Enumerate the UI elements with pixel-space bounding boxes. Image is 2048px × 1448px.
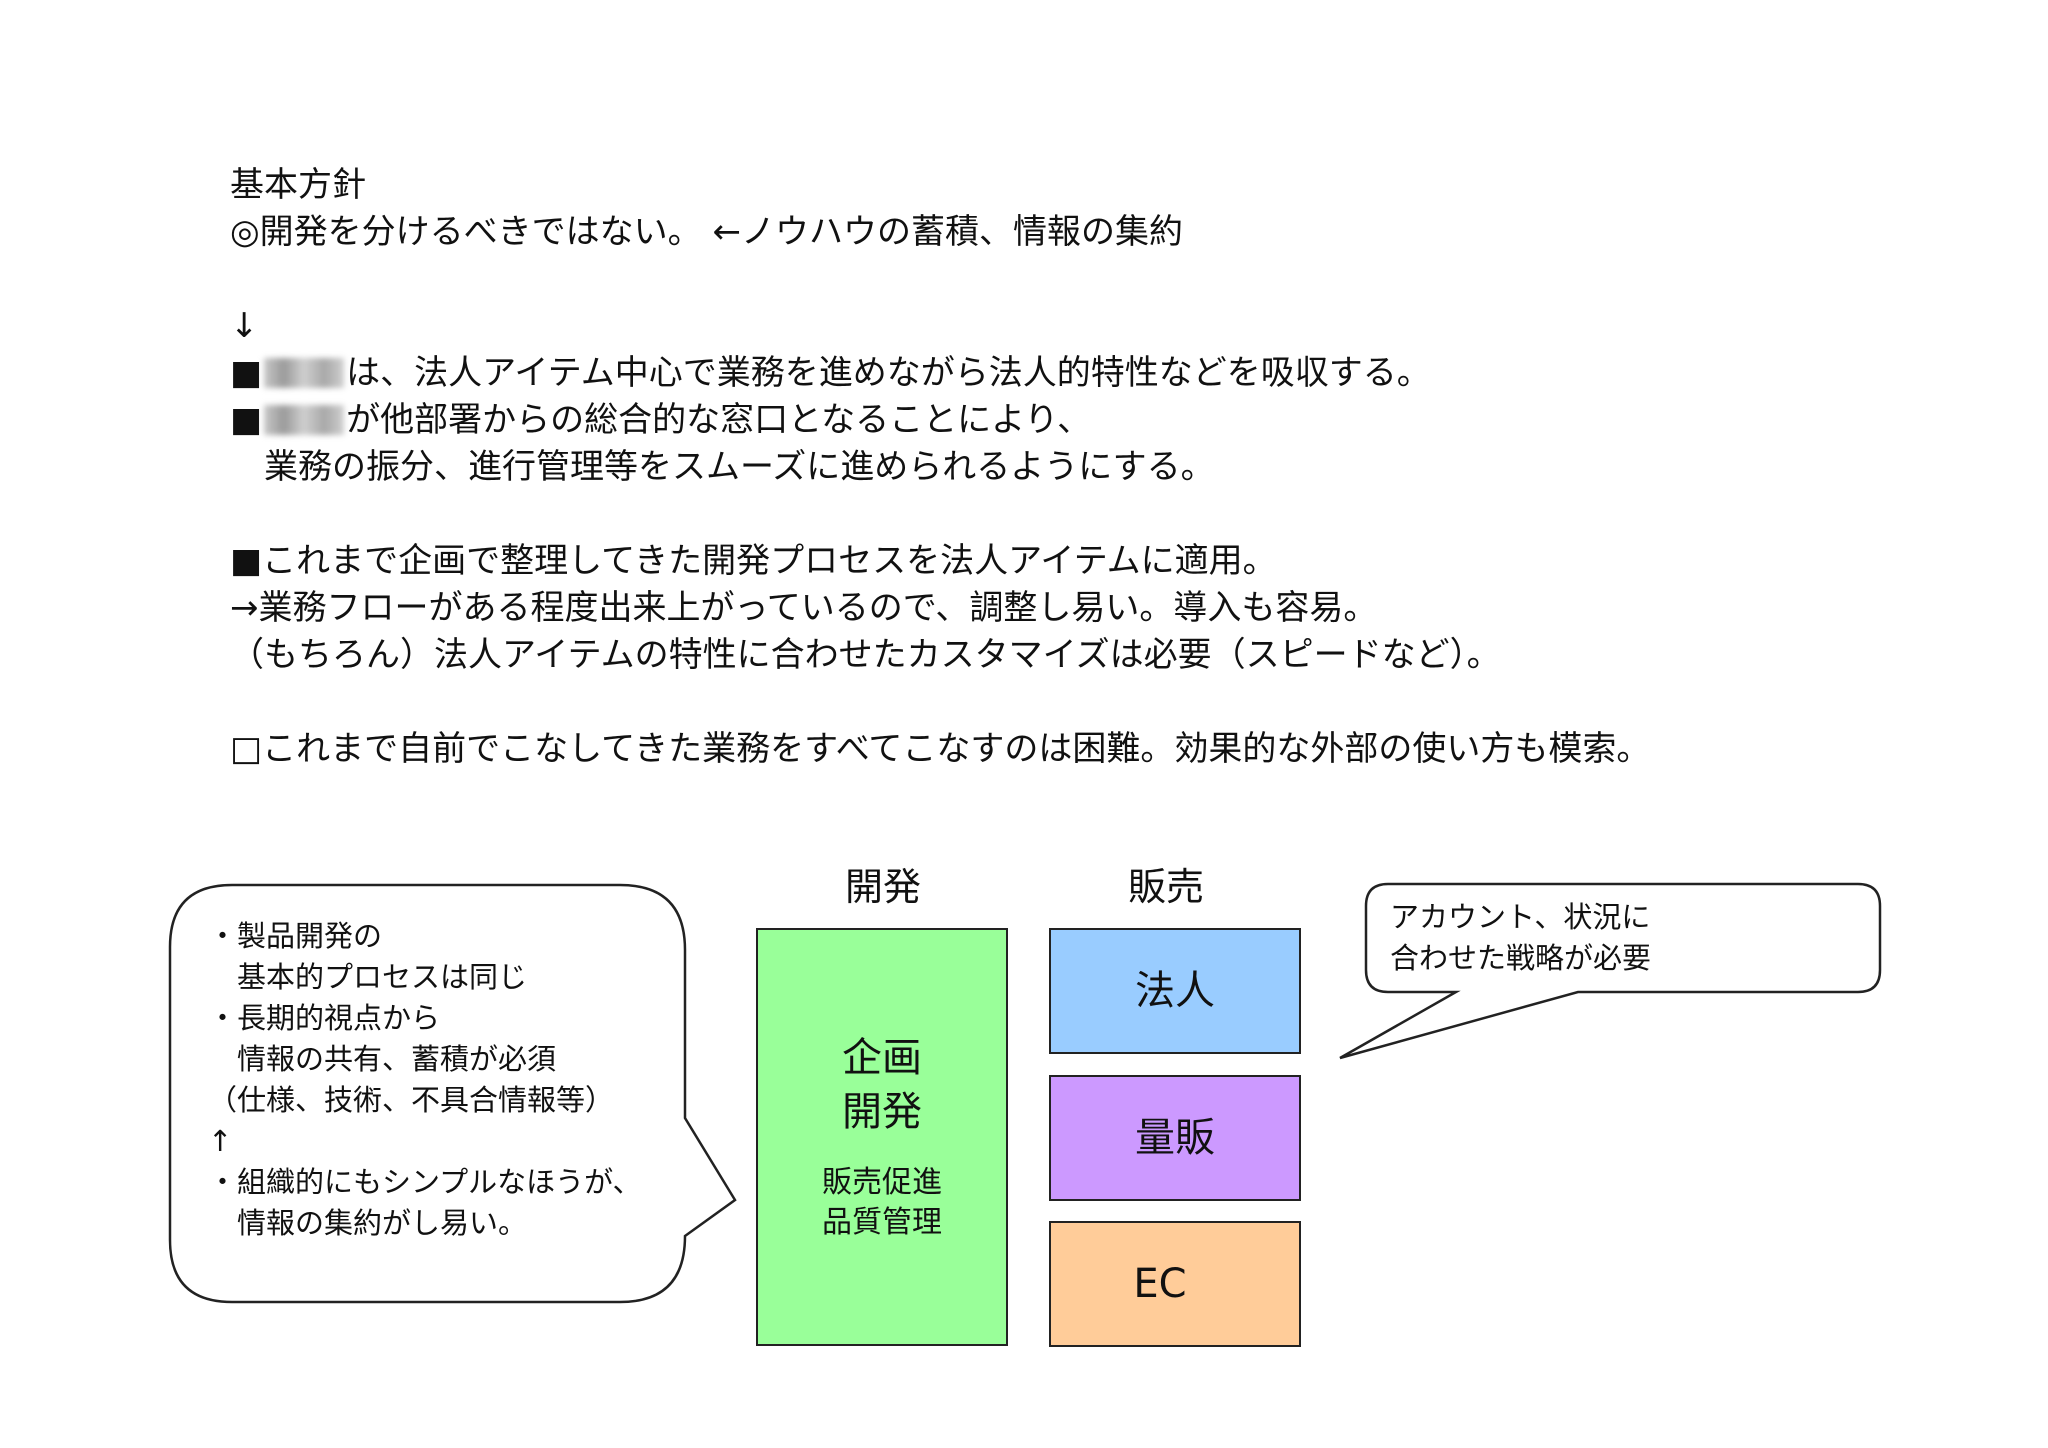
left-callout-line: ・長期的視点から [208, 1001, 441, 1035]
policy-line-bullet: ■ [230, 353, 263, 393]
left-callout-line: （仕様、技術、不具合情報等） [208, 1083, 615, 1117]
policy-line: ◎開発を分けるべきではない。 ←ノウハウの蓄積、情報の集約 [230, 212, 1183, 252]
policy-line: ■ が他部署からの総合的な窓口となることにより、 [230, 397, 1930, 444]
policy-line: □これまで自前でこなしてきた業務をすべてこなすのは困難。効果的な外部の使い方も模… [230, 729, 1651, 769]
left-callout-text: ・製品開発の 基本的プロセスは同じ・長期的視点から 情報の共有、蓄積が必須 （仕様… [208, 916, 642, 1244]
dev-box-title-line: 企画 [842, 1035, 922, 1081]
policy-line: ↓ [230, 306, 259, 346]
left-callout-line: ・組織的にもシンプルなほうが、 [208, 1165, 642, 1199]
policy-line: 業務の振分、進行管理等をスムーズに進められるようにする。 [230, 447, 1215, 487]
policy-line: （もちろん）法人アイテムの特性に合わせたカスタマイズは必要（スピードなど）。 [230, 635, 1501, 675]
sales-box-corporate: 法人 [1049, 928, 1301, 1054]
sales-box-label: EC [1133, 1261, 1187, 1307]
sales-column-header: 販売 [1127, 865, 1204, 909]
policy-line-text: が他部署からの総合的な窓口となることにより、 [346, 400, 1092, 440]
dev-column-header: 開発 [844, 865, 921, 909]
policy-line: ■これまで企画で整理してきた開発プロセスを法人アイテムに適用。 [230, 541, 1277, 581]
policy-line-bullet: ■ [230, 400, 263, 440]
right-callout-text: アカウント、状況に合わせた戦略が必要 [1390, 897, 1651, 979]
policy-text: 基本方針 ◎開発を分けるべきではない。 ←ノウハウの蓄積、情報の集約 ↓ ■ は、法人ア… [230, 162, 1930, 773]
dev-box: 企画開発 販売促進品質管理 [756, 928, 1008, 1346]
dev-box-title-line: 開発 [842, 1089, 922, 1135]
left-callout-line: ↑ [208, 1124, 233, 1158]
left-callout-bubble [168, 883, 737, 1304]
policy-line: ■ は、法人アイテム中心で業務を進めながら法人的特性などを吸収する。 [230, 350, 1930, 397]
policy-line: →業務フローがある程度出来上がっているので、調整し易い。導入も容易。 [230, 588, 1378, 628]
right-callout-line: 合わせた戦略が必要 [1390, 941, 1652, 975]
dev-box-subtitle-line: 販売促進 [822, 1165, 942, 1200]
sales-box-label: 量販 [1135, 1115, 1215, 1161]
right-callout-bubble [1339, 882, 1882, 1060]
sales-box-mass-retail: 量販 [1049, 1075, 1301, 1201]
right-callout-line: アカウント、状況に [1390, 900, 1651, 934]
dev-box-subtitle: 販売促進品質管理 [822, 1163, 942, 1243]
redacted-name [264, 358, 345, 388]
sales-box-ec: EC [1049, 1221, 1301, 1347]
dev-box-subtitle-line: 品質管理 [822, 1205, 942, 1240]
left-callout-line: ・製品開発の [208, 919, 383, 953]
sales-box-label: 法人 [1135, 968, 1215, 1014]
redacted-name [264, 405, 345, 435]
policy-line: 基本方針 [230, 165, 366, 205]
dev-box-title: 企画開発 [842, 1031, 922, 1139]
left-callout-line: 情報の集約がし易い。 [208, 1206, 528, 1240]
left-callout-line: 基本的プロセスは同じ [208, 960, 528, 994]
policy-line-text: は、法人アイテム中心で業務を進めながら法人的特性などを吸収する。 [346, 353, 1431, 393]
left-callout-line: 情報の共有、蓄積が必須 [208, 1042, 557, 1076]
